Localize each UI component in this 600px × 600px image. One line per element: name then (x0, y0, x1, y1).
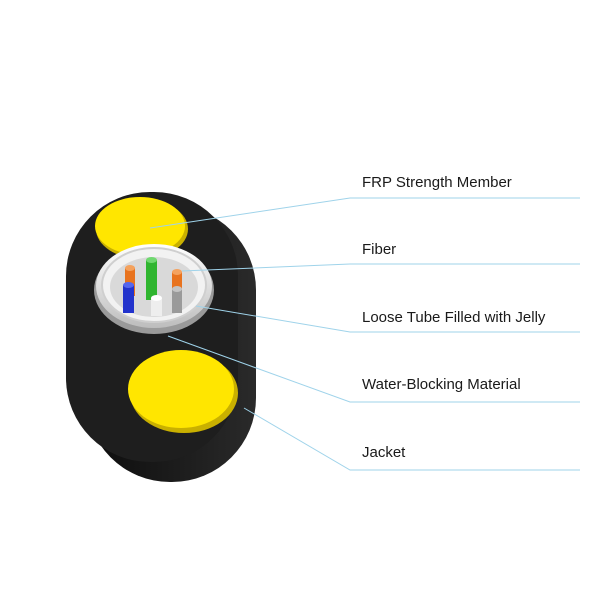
fibers (123, 257, 182, 316)
leader-line-frp (149, 197, 580, 229)
fiber-blue (123, 282, 134, 313)
label-jacket: Jacket (362, 444, 406, 461)
label-frp-strength-member: FRP Strength Member (362, 174, 512, 191)
leader-line-jacket (243, 407, 580, 471)
label-water-blocking-material: Water-Blocking Material (362, 376, 521, 393)
fiber-grey (172, 286, 182, 313)
fiber-white (151, 295, 162, 316)
label-fiber: Fiber (362, 241, 397, 258)
frp-strength-member-bottom (128, 350, 238, 433)
leader-line-tube (195, 305, 580, 333)
leader-line-fiber (181, 263, 580, 272)
leader-line-water (167, 335, 580, 403)
frp-strength-member-top (95, 197, 188, 259)
fiber-orange-left (125, 265, 135, 296)
label-loose-tube: Loose Tube Filled with Jelly (362, 309, 546, 326)
fiber-green (146, 257, 157, 300)
leader-lines (149, 197, 580, 471)
